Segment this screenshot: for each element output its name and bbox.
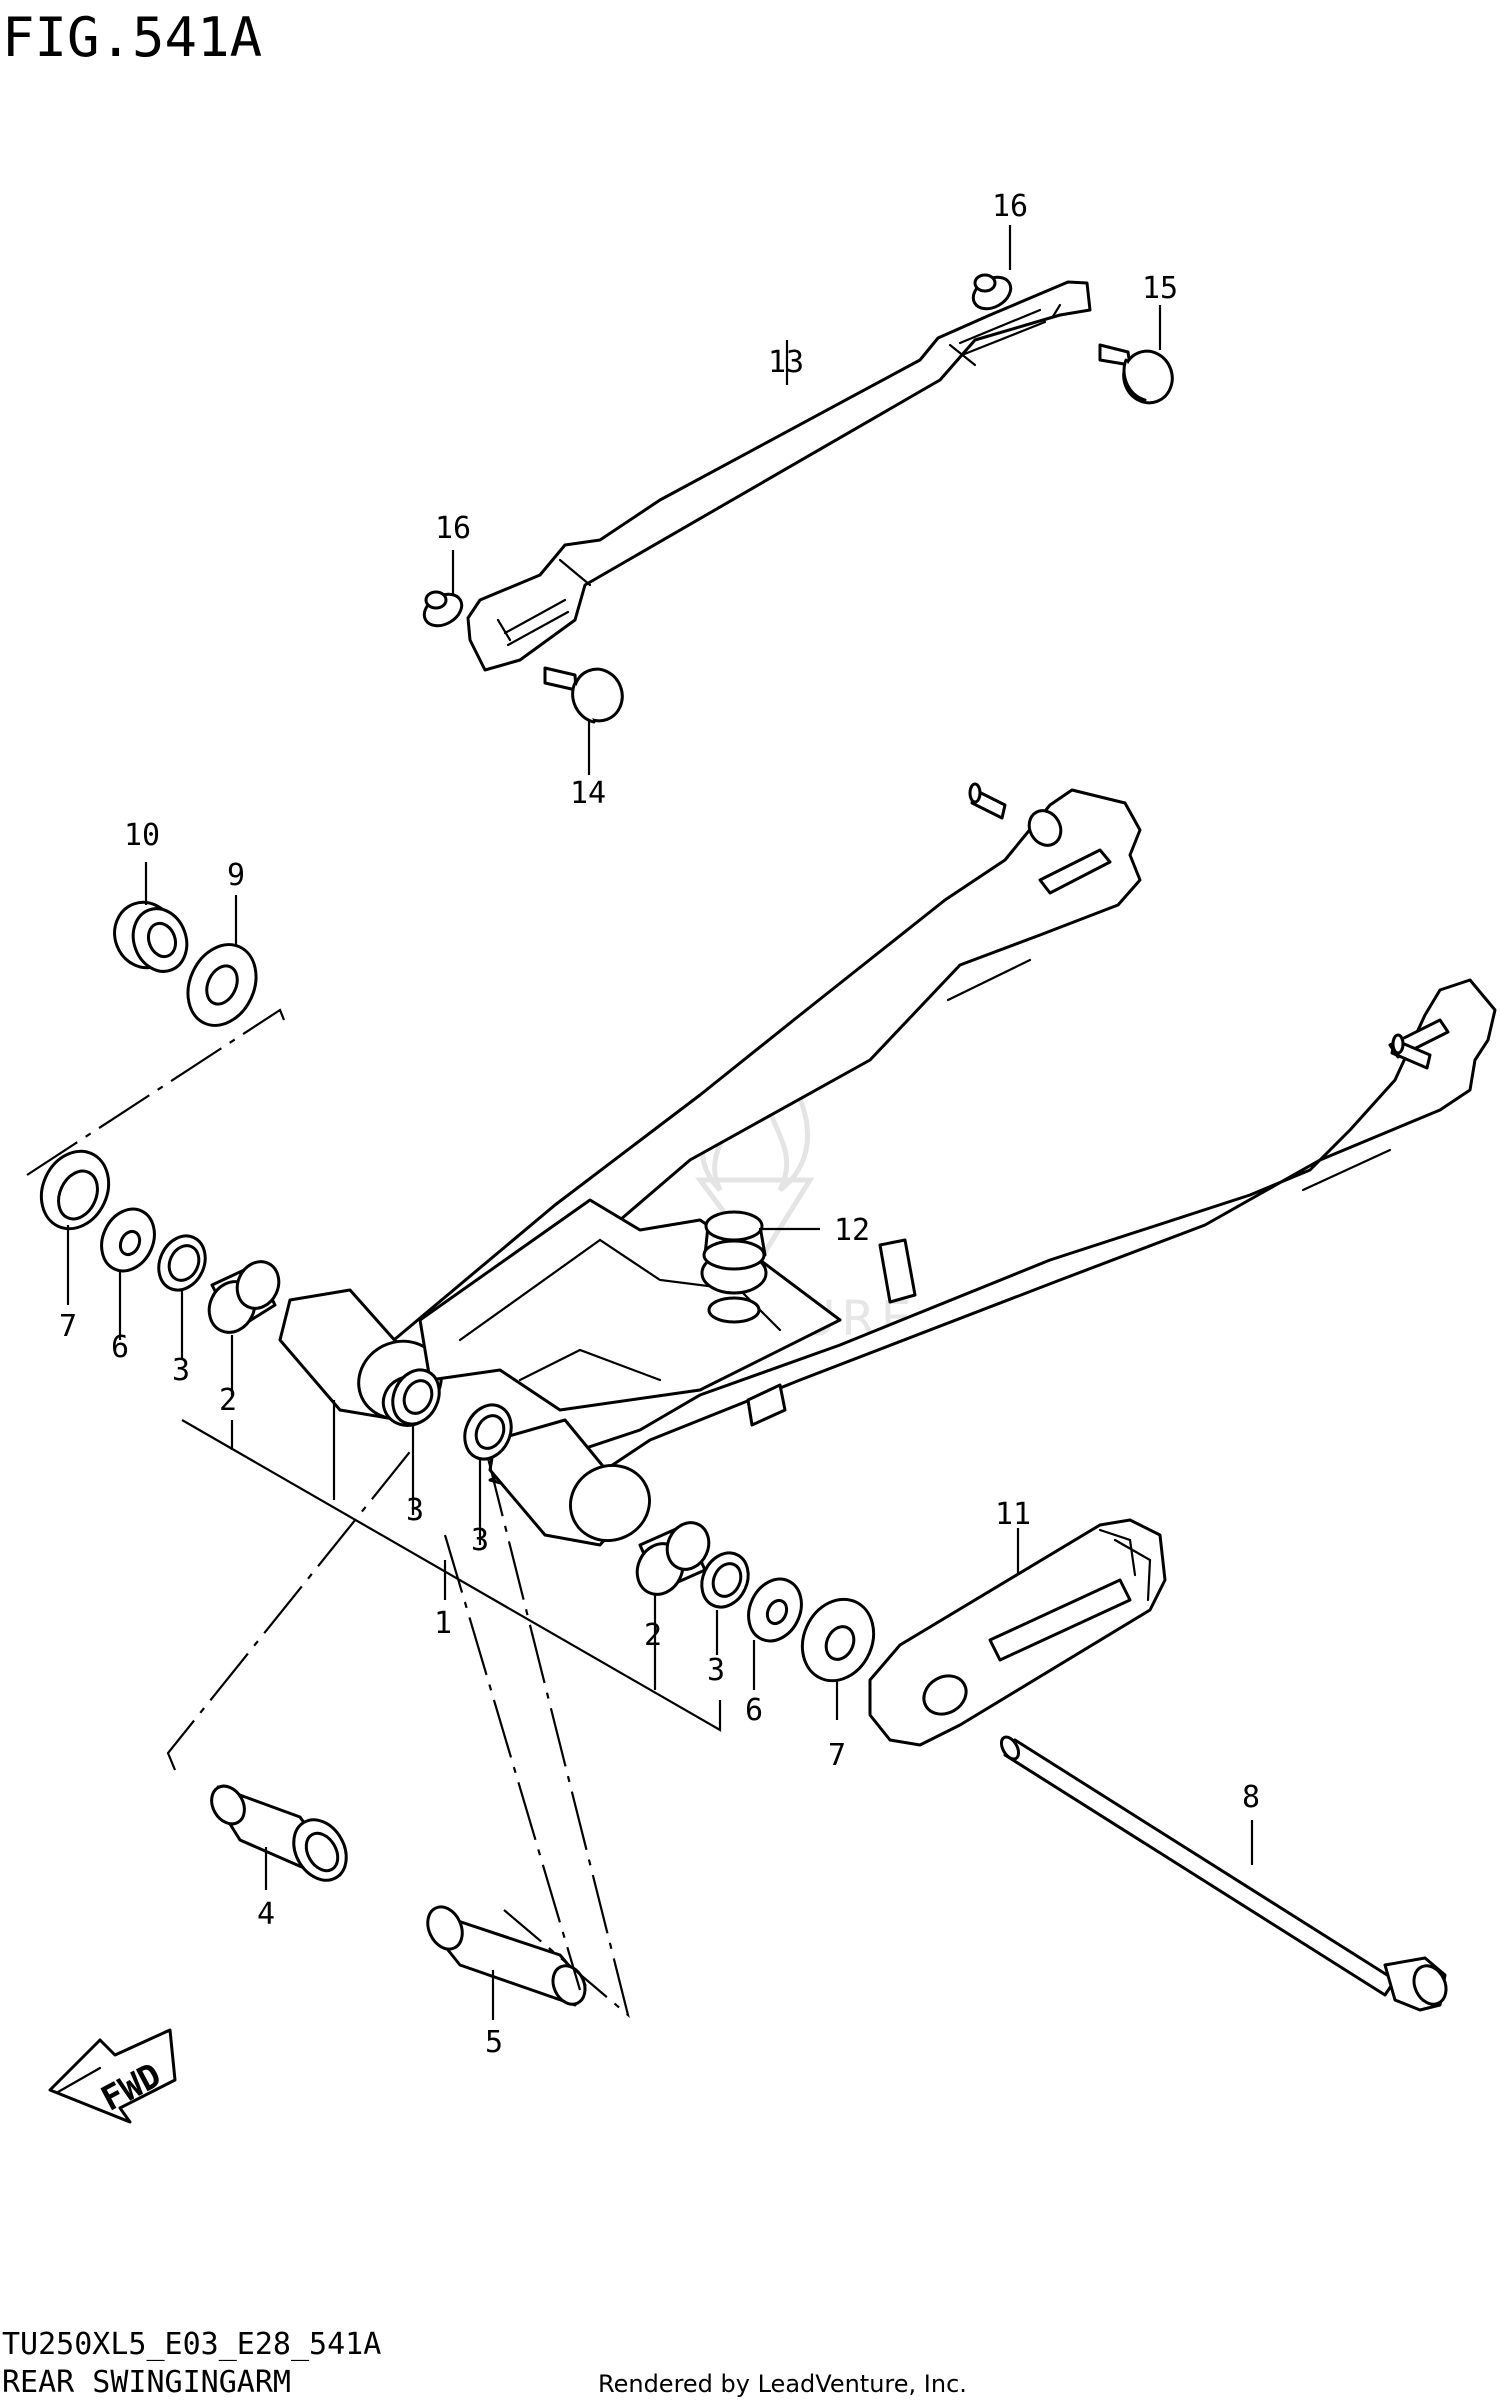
callout-14: 14 <box>570 776 606 811</box>
part-13-bracket <box>466 280 1092 672</box>
part-15-bolt <box>1098 343 1174 405</box>
callout-16: 16 <box>992 189 1028 224</box>
callout-6: 6 <box>111 1330 129 1365</box>
part-16-grommet-top <box>971 273 1013 311</box>
part-1-swingarm <box>278 782 1497 1547</box>
part-3-bearing-right <box>700 1551 750 1609</box>
figure-title: FIG.541A <box>2 6 262 69</box>
callout-1: 1 <box>434 1606 452 1641</box>
callout-16: 16 <box>435 511 471 546</box>
callout-8: 8 <box>1242 1780 1260 1815</box>
callout-3: 3 <box>172 1353 190 1388</box>
part-14-bolt <box>543 666 624 724</box>
callout-2: 2 <box>644 1618 662 1653</box>
part-9-washer <box>186 943 258 1027</box>
part-2-bushing-right <box>635 1521 711 1596</box>
part-5-sleeve <box>426 1905 587 2007</box>
callout-12: 12 <box>834 1213 870 1248</box>
part-3-bearing-left <box>157 1234 207 1292</box>
callout-9: 9 <box>227 858 245 893</box>
callout-15: 15 <box>1142 271 1178 306</box>
model-code: TU250XL5_E03_E28_541A <box>2 2327 381 2362</box>
part-7-seal-left <box>39 1149 111 1231</box>
part-11-chain-plate <box>868 1518 1167 1747</box>
callout-7: 7 <box>59 1309 77 1344</box>
callout-10: 10 <box>124 818 160 853</box>
part-8-pivot-shaft <box>999 1735 1448 2012</box>
part-6-washer-left <box>100 1207 156 1273</box>
diagram-caption: REAR SWINGINGARM <box>2 2365 291 2400</box>
callout-13: 13 <box>768 345 804 380</box>
fwd-arrow-icon: FWD <box>48 2028 177 2124</box>
part-4-sleeve <box>210 1784 348 1882</box>
part-3-bearing-pivot-a <box>391 1368 441 1426</box>
callout-11: 11 <box>995 1497 1031 1532</box>
part-7-seal-right <box>800 1597 876 1683</box>
callout-3: 3 <box>707 1653 725 1688</box>
callouts: 1 2 2 3 3 3 3 4 5 6 6 7 7 8 9 10 11 12 1… <box>59 189 1260 2060</box>
callout-2: 2 <box>219 1383 237 1418</box>
part-12-stopper <box>700 1210 768 1324</box>
part-6-washer-right <box>747 1577 803 1643</box>
callout-3: 3 <box>471 1523 489 1558</box>
callout-3: 3 <box>406 1493 424 1528</box>
callout-4: 4 <box>257 1897 275 1932</box>
leader-lines <box>26 225 1254 2020</box>
part-3-bearing-pivot-b <box>463 1403 513 1461</box>
part-16-grommet-left <box>422 590 464 628</box>
callout-6: 6 <box>745 1693 763 1728</box>
part-2-bushing-left <box>207 1260 281 1334</box>
callout-5: 5 <box>485 2025 503 2060</box>
part-10-nut <box>113 900 189 973</box>
callout-7: 7 <box>828 1738 846 1773</box>
render-credit: Rendered by LeadVenture, Inc. <box>598 2370 967 2398</box>
